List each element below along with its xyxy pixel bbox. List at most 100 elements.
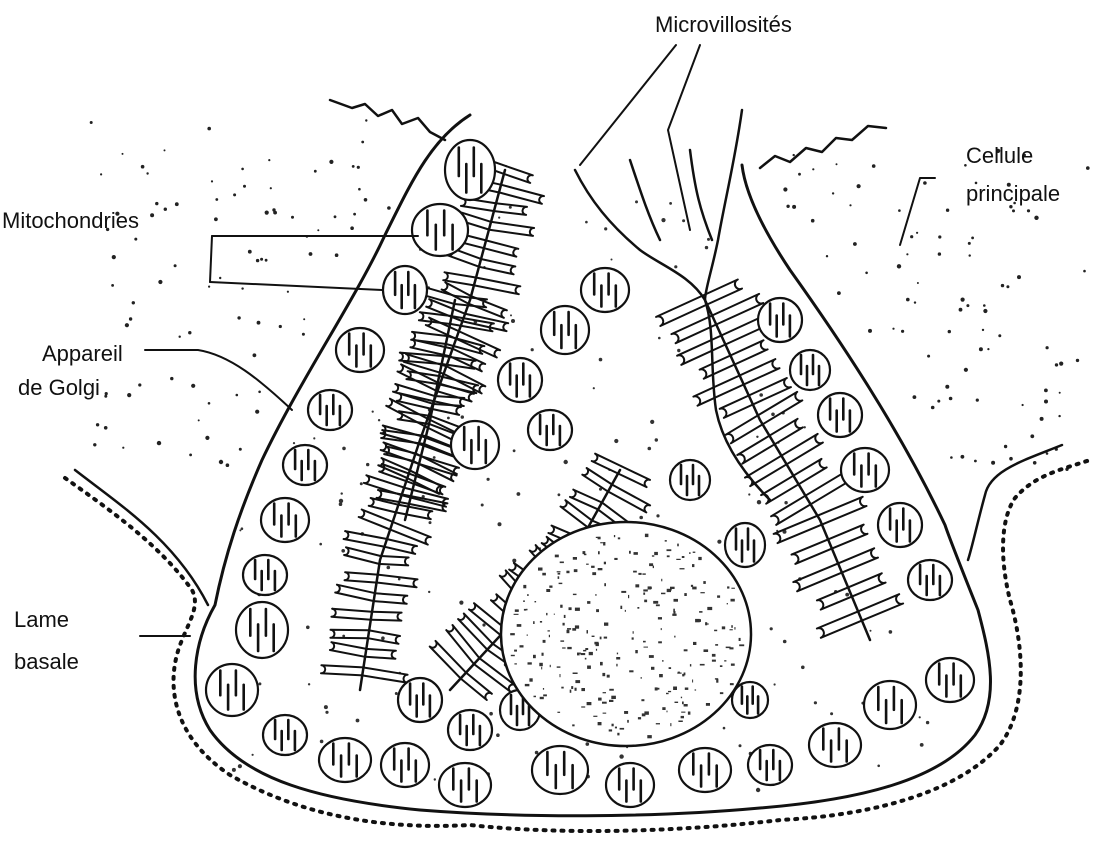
chromatin-speck (566, 571, 569, 574)
stipple-dot (837, 291, 841, 295)
chromatin-speck (611, 696, 616, 699)
chromatin-speck (573, 557, 577, 560)
chromatin-speck (596, 649, 597, 651)
cellule-principale-label-line2: principale (966, 180, 1060, 207)
stipple-dot (635, 200, 638, 203)
microvillus (618, 466, 650, 487)
stipple-dot (358, 188, 361, 191)
stipple-dot (335, 253, 339, 257)
chromatin-speck (670, 723, 671, 726)
microvillus (700, 356, 735, 379)
stipple-dot (853, 242, 857, 246)
chromatin-speck (617, 653, 618, 655)
microvillus (858, 594, 903, 620)
mitochondries-leader-2 (210, 282, 382, 290)
microvillus (792, 539, 832, 564)
chromatin-speck (649, 655, 654, 658)
chromatin-speck (604, 562, 606, 565)
stipple-dot (961, 298, 965, 302)
stipple-dot (215, 198, 218, 201)
stipple-dot (387, 206, 391, 210)
stipple-dot (356, 719, 360, 723)
chromatin-speck (649, 563, 653, 566)
stipple-dot (938, 235, 941, 238)
stipple-dot (1017, 275, 1021, 279)
chromatin-speck (716, 679, 718, 683)
chromatin-speck (724, 660, 726, 661)
stipple-dot (1046, 346, 1049, 349)
microvillus (495, 203, 528, 215)
chromatin-speck (662, 660, 664, 661)
chromatin-speck (627, 720, 629, 723)
stipple-dot (366, 463, 369, 466)
chromatin-speck (652, 555, 654, 556)
chromatin-speck (514, 614, 519, 615)
chromatin-speck (629, 670, 633, 672)
chromatin-speck (581, 688, 585, 691)
stipple-dot (208, 402, 211, 405)
chromatin-speck (572, 724, 574, 726)
chromatin-speck (624, 711, 628, 714)
stipple-dot (998, 334, 1001, 337)
stipple-dot (150, 213, 154, 217)
stipple-dot (434, 778, 436, 780)
mitochondrion (790, 350, 830, 390)
stipple-dot (219, 460, 223, 464)
chromatin-speck (574, 569, 578, 572)
chromatin-speck (577, 653, 580, 656)
stipple-dot (361, 141, 364, 144)
chromatin-speck (559, 583, 563, 584)
stipple-dot (748, 493, 750, 495)
chromatin-speck (594, 642, 598, 645)
chromatin-speck (543, 694, 547, 696)
stipple-dot (1012, 209, 1015, 212)
chromatin-speck (591, 566, 595, 568)
stipple-dot (717, 540, 721, 544)
chromatin-speck (722, 626, 725, 629)
chromatin-speck (555, 555, 559, 558)
chromatin-speck (617, 733, 619, 736)
stipple-dot (661, 218, 665, 222)
chromatin-speck (602, 702, 607, 704)
chromatin-speck (533, 621, 535, 624)
microvillus (484, 240, 518, 256)
chromatin-speck (546, 613, 547, 615)
stipple-dot (429, 521, 432, 524)
chromatin-speck (643, 593, 645, 595)
stipple-dot (877, 765, 880, 768)
microvillus (781, 434, 823, 464)
chromatin-speck (662, 707, 665, 710)
chromatin-speck (542, 653, 544, 656)
chromatin-speck (656, 604, 660, 606)
chromatin-speck (614, 535, 615, 537)
chromatin-speck (609, 700, 613, 702)
stipple-dot (112, 255, 116, 259)
stipple-dot (233, 193, 236, 196)
stipple-dot (793, 154, 795, 156)
chromatin-speck (569, 607, 572, 610)
stipple-dot (959, 308, 963, 312)
chromatin-speck (661, 593, 665, 595)
chromatin-speck (587, 702, 592, 705)
stipple-dot (756, 788, 760, 792)
stipple-dot (265, 259, 268, 262)
chromatin-speck (720, 665, 723, 667)
stipple-dot (906, 298, 910, 302)
microvillus (848, 573, 886, 596)
stipple-dot (945, 385, 949, 389)
stipple-dot (198, 419, 200, 421)
microvillus (740, 359, 780, 384)
chromatin-speck (535, 601, 537, 602)
mitochondrion (908, 560, 952, 600)
stipple-dot (341, 492, 343, 494)
stipple-dot (302, 333, 305, 336)
chromatin-speck (651, 667, 654, 670)
mitochondrion (261, 498, 309, 542)
chromatin-speck (560, 562, 564, 564)
stipple-dot (481, 504, 484, 507)
chromatin-speck (549, 586, 552, 588)
chromatin-speck (714, 630, 717, 632)
chromatin-speck (659, 674, 663, 677)
chromatin-speck (699, 611, 702, 613)
stipple-dot (498, 522, 502, 526)
